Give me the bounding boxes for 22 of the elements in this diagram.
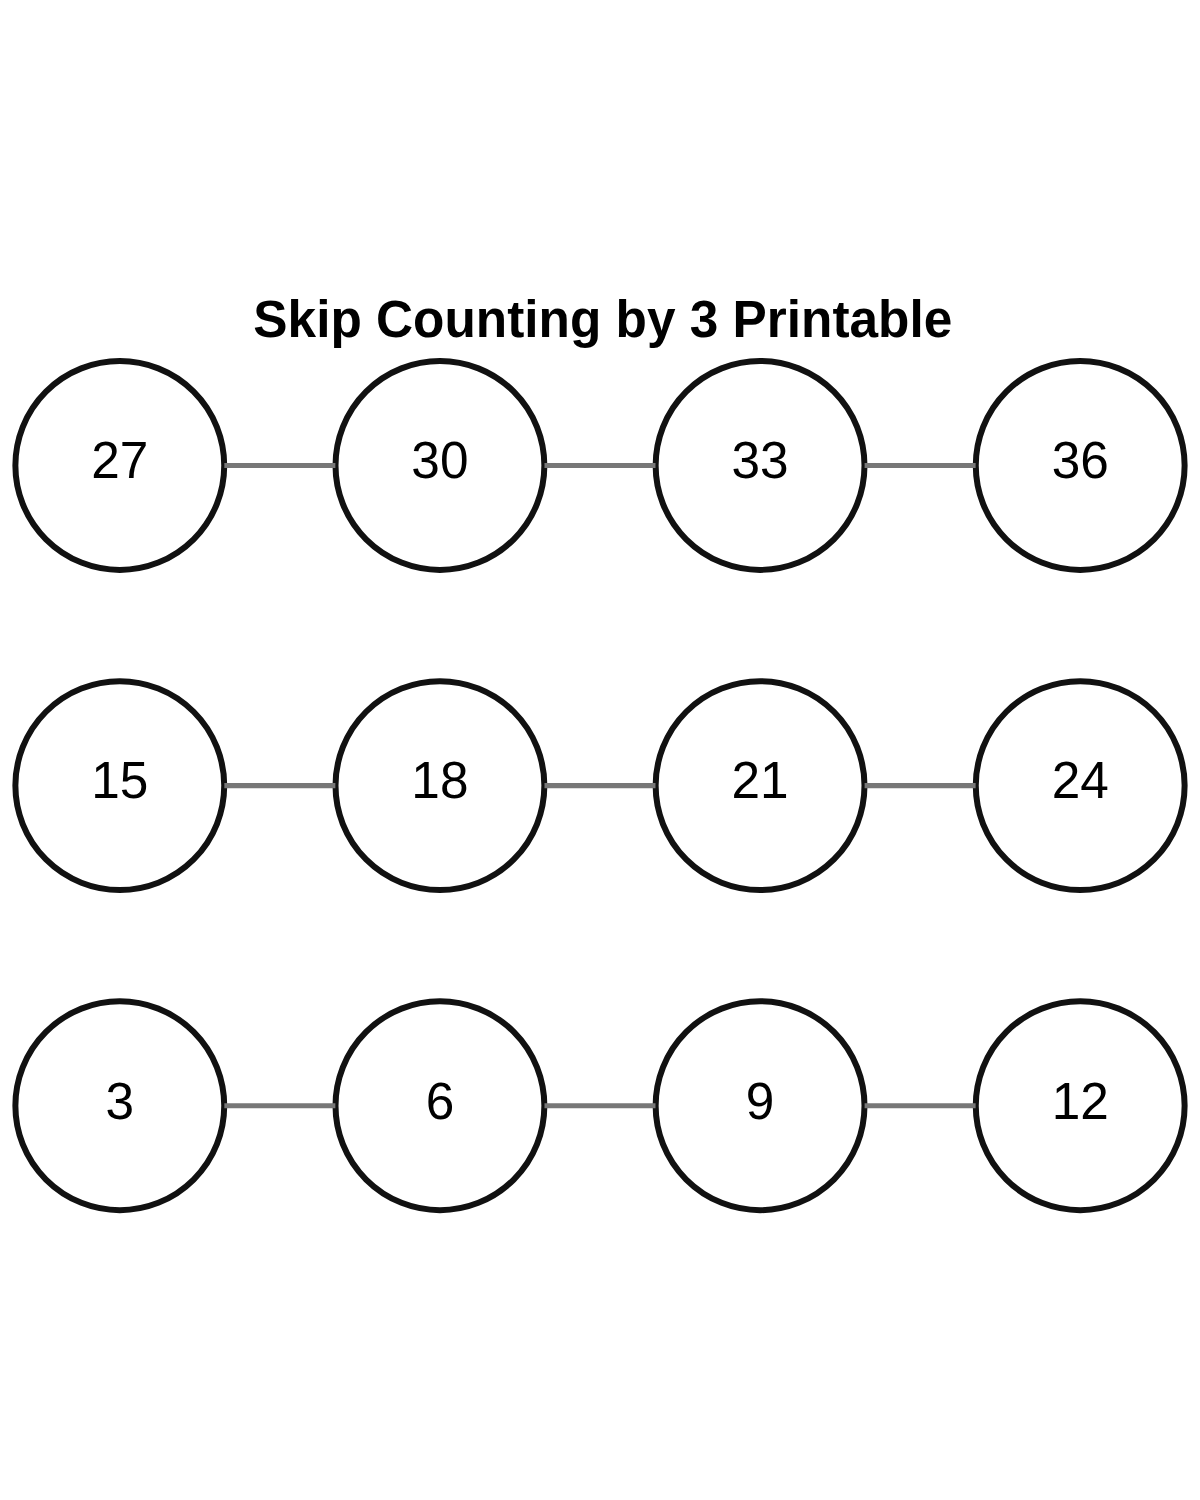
node-circle: 9 (652, 997, 868, 1213)
connector (864, 462, 976, 468)
node-circle: 12 (972, 997, 1188, 1213)
node-circle: 36 (972, 357, 1188, 573)
node-circle: 6 (332, 997, 548, 1213)
node-circle: 3 (12, 997, 228, 1213)
connector (224, 1102, 336, 1108)
node-circle: 33 (652, 357, 868, 573)
node-circle: 15 (12, 677, 228, 893)
node-circle: 24 (972, 677, 1188, 893)
diagram-title: Skip Counting by 3 Printable (253, 290, 953, 348)
connector (544, 782, 656, 788)
connector (224, 462, 336, 468)
connector (864, 782, 976, 788)
connector (224, 782, 336, 788)
node-circle: 18 (332, 677, 548, 893)
connector (864, 1102, 976, 1108)
connector (544, 1102, 656, 1108)
connector (544, 462, 656, 468)
node-circle: 21 (652, 677, 868, 893)
node-circle: 30 (332, 357, 548, 573)
node-circle: 27 (12, 357, 228, 573)
